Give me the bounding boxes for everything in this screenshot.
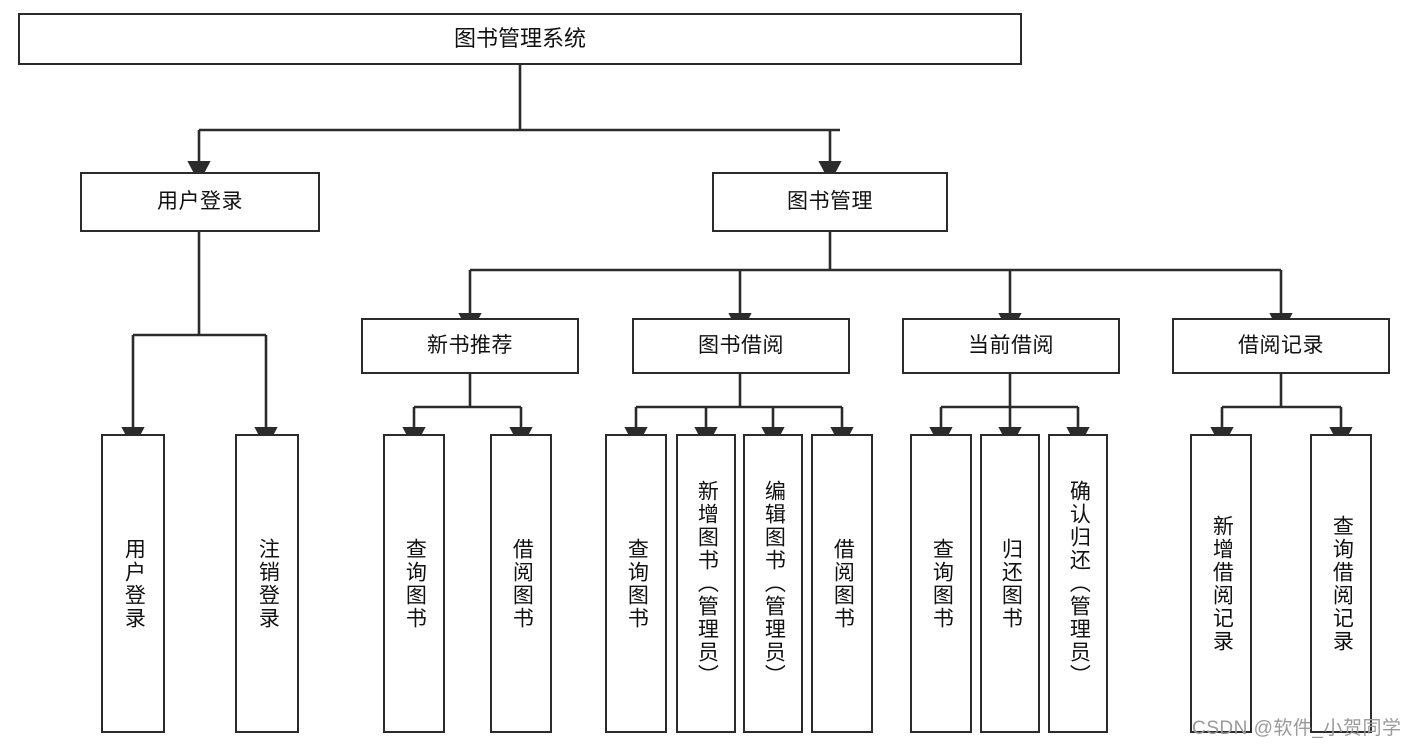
node-book-manage[interactable]: 图书管理 <box>712 172 948 232</box>
node-current-borrow[interactable]: 当前借阅 <box>902 318 1120 374</box>
node-current-borrow-label: 当前借阅 <box>968 333 1054 357</box>
node-leaf-query-book-2-label: 查询图书 <box>625 537 649 630</box>
node-user-login[interactable]: 用户登录 <box>80 172 320 232</box>
node-book-borrow-label: 图书借阅 <box>698 333 784 357</box>
node-leaf-borrow-book-1[interactable]: 借阅图书 <box>490 434 552 733</box>
node-leaf-user-login[interactable]: 用户登录 <box>101 434 165 733</box>
node-leaf-query-book-3-label: 查询图书 <box>930 537 954 630</box>
node-leaf-confirm-return[interactable]: 确认归还（管理员） <box>1048 434 1108 733</box>
node-leaf-query-book-2[interactable]: 查询图书 <box>605 434 667 733</box>
node-leaf-add-book-label: 新增图书（管理员） <box>695 480 719 687</box>
node-leaf-query-book-1[interactable]: 查询图书 <box>383 434 445 733</box>
node-new-book-recommend[interactable]: 新书推荐 <box>361 318 579 374</box>
node-new-book-recommend-label: 新书推荐 <box>427 333 513 357</box>
node-leaf-query-book-1-label: 查询图书 <box>403 537 427 630</box>
node-leaf-query-record-label: 查询借阅记录 <box>1330 514 1354 653</box>
node-leaf-return-book-label: 归还图书 <box>999 537 1023 630</box>
node-leaf-borrow-book-2-label: 借阅图书 <box>831 537 855 630</box>
node-leaf-add-record[interactable]: 新增借阅记录 <box>1190 434 1252 733</box>
node-leaf-return-book[interactable]: 归还图书 <box>980 434 1040 733</box>
node-leaf-edit-book[interactable]: 编辑图书（管理员） <box>743 434 803 733</box>
node-leaf-user-login-label: 用户登录 <box>122 537 146 630</box>
node-leaf-add-record-label: 新增借阅记录 <box>1210 514 1234 653</box>
node-leaf-logout-login-label: 注销登录 <box>256 537 280 630</box>
node-leaf-borrow-book-2[interactable]: 借阅图书 <box>811 434 873 733</box>
node-root-label: 图书管理系统 <box>453 26 586 52</box>
csdn-watermark: CSDN @软件_小贺同学 <box>1192 718 1402 739</box>
node-leaf-edit-book-label: 编辑图书（管理员） <box>762 480 786 687</box>
node-leaf-query-book-3[interactable]: 查询图书 <box>910 434 972 733</box>
node-book-manage-label: 图书管理 <box>787 189 873 213</box>
node-leaf-add-book[interactable]: 新增图书（管理员） <box>676 434 736 733</box>
node-leaf-confirm-return-label: 确认归还（管理员） <box>1067 480 1091 687</box>
node-borrow-record-label: 借阅记录 <box>1238 333 1324 357</box>
node-borrow-record[interactable]: 借阅记录 <box>1172 318 1390 374</box>
node-book-borrow[interactable]: 图书借阅 <box>632 318 850 374</box>
node-user-login-label: 用户登录 <box>157 189 243 213</box>
node-leaf-logout-login[interactable]: 注销登录 <box>235 434 299 733</box>
node-leaf-query-record[interactable]: 查询借阅记录 <box>1310 434 1372 733</box>
node-root[interactable]: 图书管理系统 <box>18 13 1022 65</box>
node-leaf-borrow-book-1-label: 借阅图书 <box>510 537 534 630</box>
